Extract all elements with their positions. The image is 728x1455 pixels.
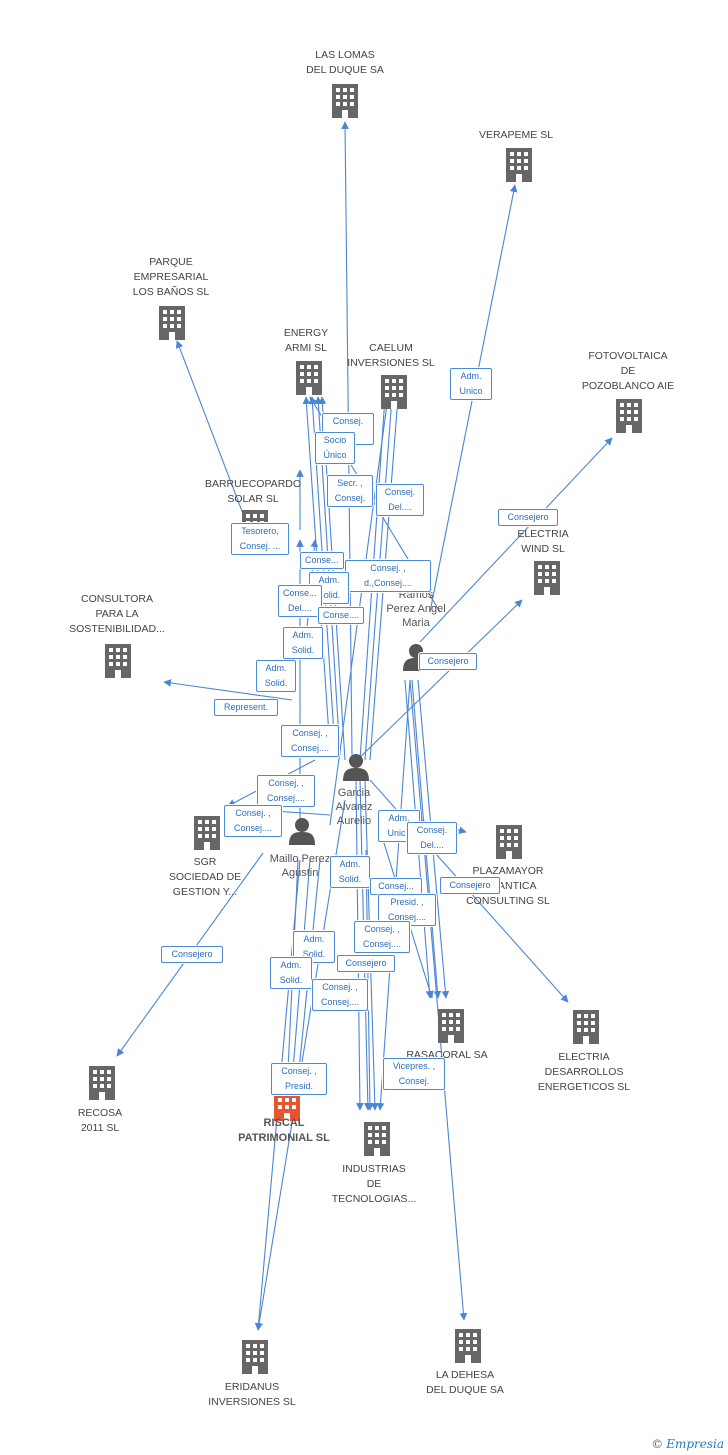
role-label[interactable]: Consej. Del.... — [407, 822, 457, 854]
company-name-caelum[interactable]: CAELUM INVERSIONES SL — [347, 342, 435, 369]
copyright-icon: © — [651, 1437, 664, 1451]
role-label[interactable]: Adm. Solid. — [330, 856, 370, 888]
edge-35 — [409, 679, 468, 1321]
company-name-electria-wind[interactable]: ELECTRIA WIND SL — [517, 528, 569, 555]
role-label[interactable]: Consej. , Consej.... — [281, 725, 339, 757]
building-icon[interactable] — [438, 1009, 464, 1043]
company-name-parque[interactable]: PARQUE EMPRESARIAL LOS BAÑOS SL — [132, 256, 210, 298]
edge-12 — [419, 437, 613, 643]
company-name-consultora[interactable]: CONSULTORA PARA LA SOSTENIBILIDAD... — [69, 593, 165, 635]
role-label[interactable]: Conse.... — [318, 607, 365, 624]
role-label[interactable]: Consej. , Consej.... — [224, 805, 282, 837]
edge-37 — [365, 849, 374, 1111]
building-icon[interactable] — [242, 1340, 268, 1374]
building-icon[interactable] — [616, 399, 642, 433]
building-icon[interactable] — [105, 644, 131, 678]
footer: ©Empresia — [651, 1437, 724, 1451]
company-name-eridanus[interactable]: ERIDANUS INVERSIONES SL — [208, 1381, 296, 1408]
role-label[interactable]: Consej. , Consej.... — [354, 921, 410, 953]
role-label[interactable]: Vicepres. , Consej. — [383, 1058, 445, 1090]
person-name-maillo[interactable]: Maillo Perez Agustin — [269, 853, 331, 879]
building-icon[interactable] — [332, 84, 358, 118]
company-name-fotovoltaica[interactable]: FOTOVOLTAICA DE POZOBLANCO AIE — [581, 350, 675, 392]
building-icon[interactable] — [506, 148, 532, 182]
building-icon[interactable] — [455, 1329, 481, 1363]
role-label[interactable]: Secr. , Consej. — [327, 475, 373, 507]
company-name-la-dehesa[interactable]: LA DEHESA DEL DUQUE SA — [426, 1369, 504, 1396]
role-label[interactable]: Consejero — [498, 509, 558, 526]
building-icon[interactable] — [159, 306, 185, 340]
role-label[interactable]: Adm. Solid. — [283, 627, 323, 659]
role-label[interactable]: Consej. , Presid. — [271, 1063, 327, 1095]
edge-15 — [163, 679, 293, 701]
building-icon[interactable] — [364, 1122, 390, 1156]
edge-2 — [175, 340, 254, 541]
brand-logo[interactable]: Empresia — [666, 1437, 724, 1451]
role-label[interactable]: Consej. , Consej.... — [312, 979, 368, 1011]
company-name-riscal[interactable]: RISCAL PATRIMONIAL SL — [238, 1117, 330, 1144]
company-name-electria-des[interactable]: ELECTRIA DESARROLLOS ENERGETICOS SL — [537, 1051, 631, 1093]
role-label[interactable]: Adm. Solid. — [256, 660, 296, 692]
company-name-sgr[interactable]: SGR SOCIEDAD DE GESTION Y... — [168, 856, 242, 898]
role-label[interactable]: Consej. , d.,Consej.... — [345, 560, 431, 592]
building-icon[interactable] — [496, 825, 522, 859]
edge-13 — [351, 599, 523, 766]
role-label[interactable]: Consejero — [440, 877, 500, 894]
role-label[interactable]: Adm. Solid. — [270, 957, 312, 989]
company-name-industrias[interactable]: INDUSTRIAS DE TECNOLOGIAS... — [331, 1163, 417, 1205]
role-label[interactable]: Consej. Del.... — [376, 484, 424, 516]
building-icon[interactable] — [194, 816, 220, 850]
role-label[interactable]: Consejero — [419, 653, 477, 670]
company-name-energy-armi[interactable]: ENERGY ARMI SL — [283, 327, 329, 354]
role-label[interactable]: Consej. , Consej.... — [257, 775, 315, 807]
role-label[interactable]: Represent. — [214, 699, 278, 716]
building-icon[interactable] — [89, 1066, 115, 1100]
building-icon[interactable] — [573, 1010, 599, 1044]
role-label[interactable]: Tesorero, Consej. ... — [231, 523, 289, 555]
role-label[interactable]: Consejero — [161, 946, 223, 963]
role-label[interactable]: Consejero — [337, 955, 395, 972]
role-label[interactable]: Conse... Del.... — [278, 585, 322, 617]
company-name-verapeme[interactable]: VERAPEME SL — [478, 129, 554, 141]
building-icon[interactable] — [534, 561, 560, 595]
person-name-garcia[interactable]: Garcia Alvarez Aurelio — [335, 787, 373, 827]
role-label[interactable]: Adm. Unico — [450, 368, 492, 400]
role-label[interactable]: Consej... — [370, 878, 422, 895]
company-name-recosa[interactable]: RECOSA 2011 SL — [77, 1107, 123, 1134]
company-name-plazamayor[interactable]: PLAZAMAYOR ATLANTICA CONSULTING SL — [466, 865, 550, 907]
company-name-barruecopardo[interactable]: BARRUECOPARDO SOLAR SL — [204, 478, 302, 505]
building-icon[interactable] — [381, 375, 407, 409]
person-name-ramos[interactable]: Ramos Perez Angel Maria — [386, 589, 446, 629]
company-name-las-lomas[interactable]: LAS LOMAS DEL DUQUE SA — [306, 49, 384, 76]
role-label[interactable]: Conse... — [300, 552, 344, 569]
role-label[interactable]: Socio Único — [315, 432, 355, 464]
